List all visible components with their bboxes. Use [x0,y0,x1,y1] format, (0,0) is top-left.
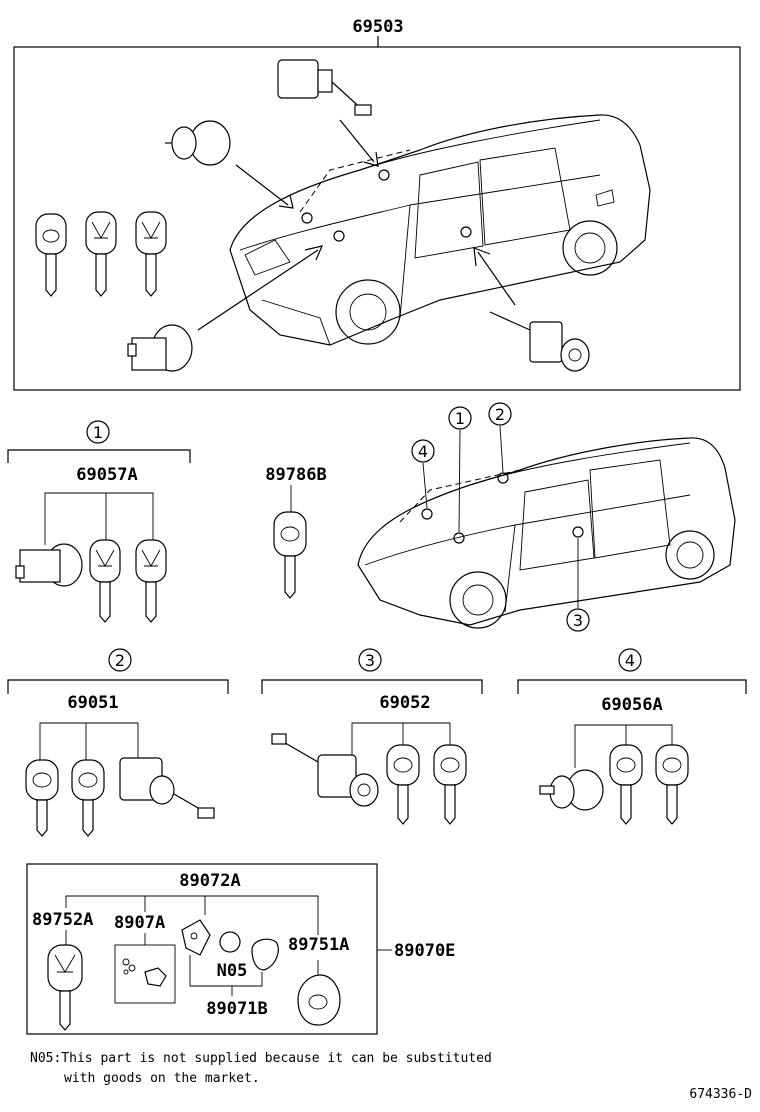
callout-69056A[interactable]: 69056A [601,695,662,715]
section-4: 4 69056A [517,648,747,825]
key-icon [386,744,420,825]
marker-3 [358,648,382,672]
ignition-cylinder [15,543,83,587]
callout-89751A[interactable]: 89751A [288,935,349,955]
svg-text:3: 3 [365,651,375,670]
svg-text:1: 1 [93,423,103,442]
key-icon [71,759,105,837]
small-parts [122,958,167,987]
section-3: 3 69052 [261,648,483,825]
key-icon [135,211,167,297]
marker-4 [618,648,642,672]
markers-middle: 4 1 2 3 [411,402,590,632]
svg-text:4: 4 [625,651,635,670]
arrows-top [197,119,516,331]
key-cover [251,938,279,971]
svg-text:1: 1 [455,409,465,428]
section-2: 2 69051 [7,648,229,837]
door-cylinder [271,733,379,807]
parts-top [35,59,590,372]
callout-69503[interactable]: 69503 [352,17,403,37]
svg-text:2: 2 [495,405,505,424]
callout-N05[interactable]: N05 [217,961,248,981]
svg-text:2: 2 [115,651,125,670]
callout-89786B[interactable]: 89786B [265,465,326,485]
key-icon [273,511,307,599]
key-icon [35,213,67,297]
section-1: 1 69057A [7,420,191,623]
battery [219,931,241,953]
callout-69052[interactable]: 69052 [379,693,430,713]
rear-cylinder-top [489,311,590,372]
callout-69057A[interactable]: 69057A [76,465,137,485]
glovebox-cylinder [539,769,604,811]
door-cylinder-top [277,59,372,116]
key-icon [89,539,121,623]
marker-2 [108,648,132,672]
note-line-1: N05:This part is not supplied because it… [30,1051,492,1066]
marker-1 [86,420,110,444]
svg-text:3: 3 [573,611,583,630]
key-icon [609,744,643,825]
assembly-89070E: 89070E 89072A 89752A 8907A 89751A [26,863,455,1035]
assembly-89070E-frame [26,863,378,1035]
ignition-cylinder-top [127,324,193,372]
assembly-69503-frame [13,46,741,391]
callout-89752A[interactable]: 89752A [32,910,93,930]
key-icon [135,539,167,623]
callout-69051[interactable]: 69051 [67,693,118,713]
diagram-code: 674336-D [689,1087,752,1102]
assembly-69503: 69503 [13,17,741,391]
callout-8907A[interactable]: 8907A [114,913,165,933]
key-shell-half [181,919,211,956]
key-icon [47,944,83,1031]
marker-1 [448,406,472,430]
key-icon [655,744,689,825]
note-line-2: with goods on the market. [64,1071,260,1086]
small-parts-kit [114,944,176,1004]
marker-2 [488,402,512,426]
van-illustration-top [229,114,651,346]
callout-89070E[interactable]: 89070E [394,941,455,961]
key-icon [25,759,59,837]
marker-3 [566,608,590,632]
callout-89072A[interactable]: 89072A [179,871,240,891]
key-icon [433,744,467,825]
door-cylinder [119,757,215,819]
marker-4 [411,439,435,463]
key-icon [85,211,117,297]
part-89786B: 89786B [265,465,327,599]
van-illustration-middle [357,425,736,629]
callout-89071B[interactable]: 89071B [206,999,267,1019]
key-remote-shell [297,974,341,1026]
glovebox-cylinder-top [165,120,231,166]
svg-text:4: 4 [418,442,428,461]
